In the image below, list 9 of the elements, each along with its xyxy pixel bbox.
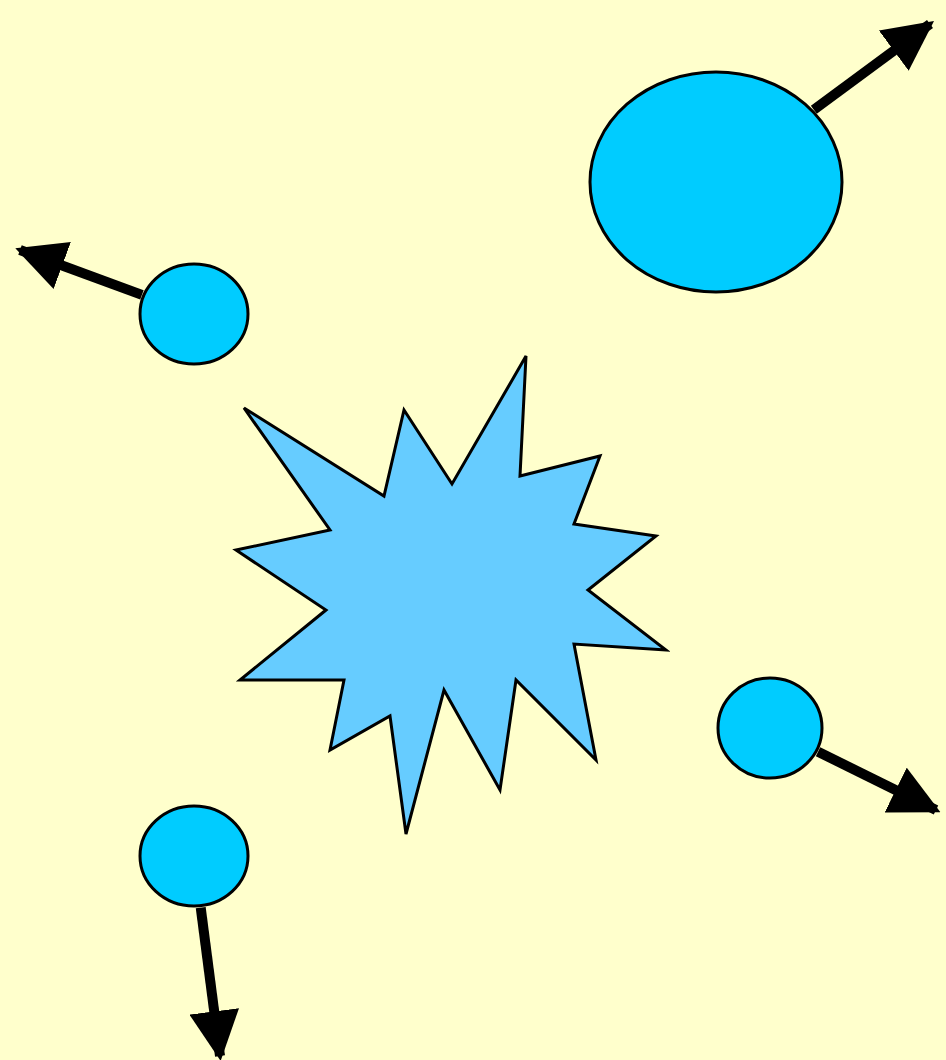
circle-shape — [138, 262, 250, 366]
arrow — [189, 906, 239, 1060]
starburst-shape — [234, 354, 668, 838]
circle-shape — [138, 804, 250, 908]
arrow — [15, 242, 144, 300]
circle-shape — [716, 676, 824, 780]
arrow — [815, 747, 941, 815]
circle-shape — [588, 70, 844, 294]
arrow — [810, 19, 934, 114]
